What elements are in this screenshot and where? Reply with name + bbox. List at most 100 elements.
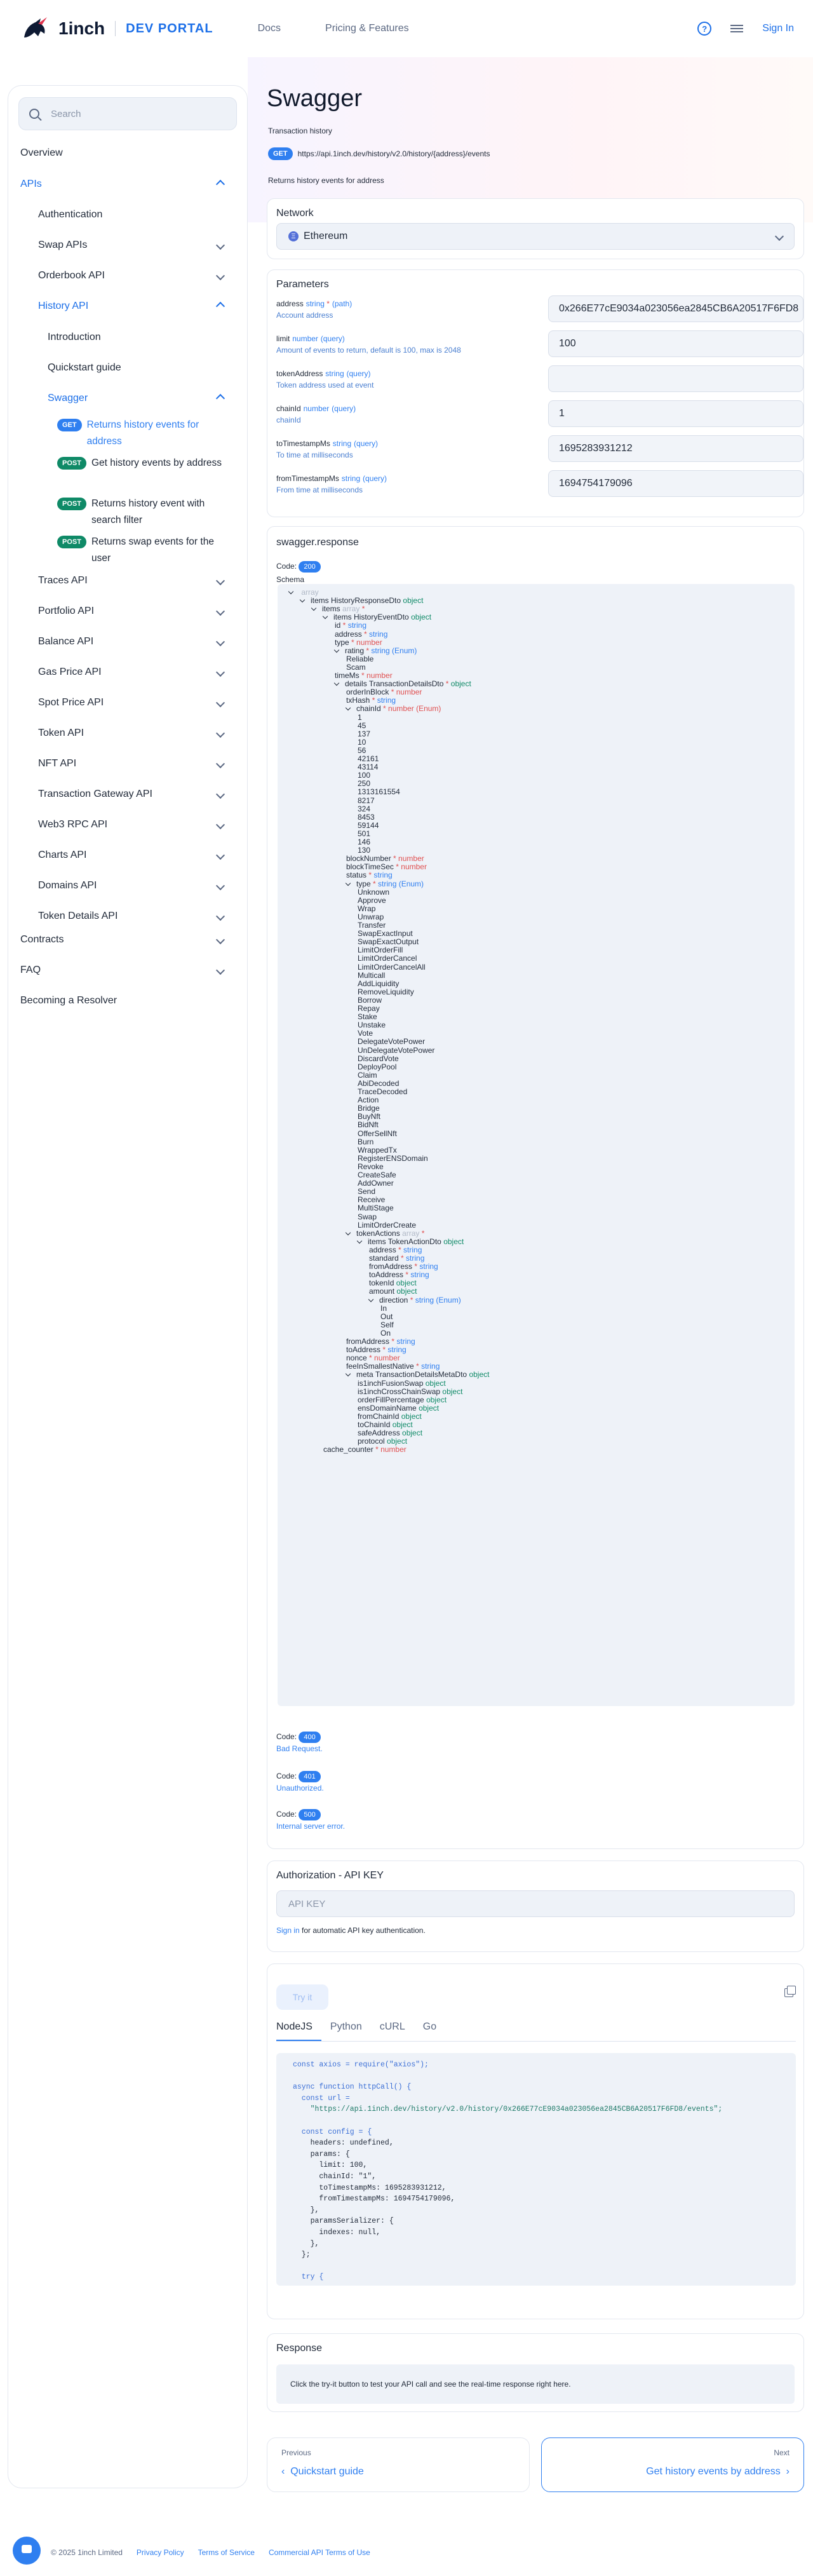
schema-node-name: 130 (358, 846, 371, 855)
schema-node: orderFillPercentage object (358, 1395, 447, 1404)
chevron-left-icon: ‹ (281, 2466, 291, 2477)
schema-node-name: items (368, 1237, 386, 1246)
schema-node[interactable]: direction * string (Enum) (368, 1296, 461, 1305)
schema-type-object: object (392, 1420, 413, 1429)
sidebar: Search (8, 85, 248, 2488)
sidebar-item-api[interactable]: Charts API (38, 850, 225, 861)
sidebar-item-orderbook-api[interactable]: Orderbook API (38, 270, 225, 281)
schema-node-name: 146 (358, 837, 371, 846)
footer-link-privacy[interactable]: Privacy Policy (136, 2548, 184, 2557)
try-it-button[interactable]: Try it (276, 1984, 328, 2010)
response-code-200[interactable]: Code: 200 (276, 561, 321, 573)
logo[interactable]: 1inch DEV PORTAL (19, 16, 213, 41)
schema-node[interactable]: items HistoryEventDto object (322, 613, 431, 621)
sidebar-item-api[interactable]: Balance API (38, 636, 225, 647)
schema-node: 42161 (358, 754, 379, 763)
schema-type-name: array (342, 604, 360, 614)
sidebar-item-section[interactable]: FAQ (20, 965, 225, 976)
tab-curl[interactable]: cURL (379, 2021, 405, 2032)
param-input-fromTimestampMs[interactable]: 1694754179096 (548, 470, 803, 497)
sidebar-item-apis[interactable]: APIs (20, 179, 225, 190)
next-page-link[interactable]: Next Get history events by address › (541, 2437, 804, 2492)
auth-heading: Authorization - API KEY (276, 1870, 384, 1881)
param-input-limit[interactable]: 100 (548, 330, 803, 357)
sidebar-item-section[interactable]: Becoming a Resolver (20, 995, 224, 1007)
schema-node[interactable]: items HistoryResponseDto object (299, 596, 423, 605)
sidebar-item-api[interactable]: NFT API (38, 758, 225, 769)
param-input-toTimestampMs[interactable]: 1695283931212 (548, 435, 803, 462)
sidebar-item-api[interactable]: Token Details API (38, 911, 225, 922)
chevron-right-icon: › (780, 2466, 789, 2477)
settings-sliders-icon[interactable] (730, 24, 744, 34)
param-description: From time at milliseconds (276, 485, 363, 494)
sidebar-item-quickstart[interactable]: Quickstart guide (48, 362, 224, 374)
schema-node-name: is1inchCrossChainSwap (358, 1386, 441, 1396)
schema-type-object: object (401, 1411, 422, 1421)
param-input-chainId[interactable]: 1 (548, 400, 803, 427)
nav-pricing[interactable]: Pricing & Features (325, 23, 409, 34)
chevron-down-icon (322, 614, 328, 620)
sidebar-item-section[interactable]: Contracts (20, 934, 225, 946)
schema-node[interactable]: details TransactionDetailsDto * object (333, 679, 471, 688)
schema-node[interactable]: rating * string (Enum) (333, 646, 417, 655)
help-icon[interactable]: ? (697, 22, 712, 36)
sidebar-item-api[interactable]: Traces API (38, 575, 225, 586)
schema-node-name: DelegateVotePower (358, 1037, 426, 1047)
schema-node[interactable]: chainId * number (Enum) (345, 704, 441, 713)
sign-in-link[interactable]: Sign in (276, 1926, 300, 1935)
sidebar-item-api[interactable]: Domains API (38, 880, 225, 891)
sidebar-search[interactable]: Search (18, 97, 237, 130)
param-header: fromTimestampMs string (query) (276, 473, 387, 483)
schema-node: LimitOrderFill (358, 946, 403, 954)
code-line: }, (293, 2239, 319, 2248)
required-marker: * (349, 637, 357, 647)
required-marker: * (389, 688, 396, 697)
response-code-401[interactable]: Code: 401 (276, 1771, 321, 1782)
sidebar-item-api[interactable]: Transaction Gateway API (38, 789, 225, 800)
response-code-500[interactable]: Code: 500 (276, 1809, 321, 1820)
chat-icon[interactable] (13, 2537, 41, 2565)
required-marker: * (380, 1345, 388, 1355)
unicorn-logo-icon (24, 17, 47, 37)
tab-go[interactable]: Go (422, 2021, 437, 2032)
sidebar-item-swap-apis[interactable]: Swap APIs (38, 240, 225, 251)
prev-label: Previous (281, 2448, 311, 2457)
tab-nodejs[interactable]: NodeJS (276, 2017, 321, 2041)
footer-link-commercial[interactable]: Commercial API Terms of Use (268, 2548, 370, 2557)
sidebar-item-api[interactable]: Token API (38, 728, 225, 739)
sidebar-item-swagger[interactable]: Swagger (48, 393, 225, 404)
schema-node: tokenId object (369, 1278, 417, 1287)
sidebar-item-api[interactable]: Web3 RPC API (38, 819, 225, 830)
sidebar-item-api[interactable]: Portfolio API (38, 606, 225, 617)
footer-link-terms[interactable]: Terms of Service (198, 2548, 255, 2557)
schema-node[interactable]: array (288, 588, 319, 597)
sidebar-item-api[interactable]: Spot Price API (38, 697, 225, 708)
sidebar-item-api[interactable]: Gas Price API (38, 667, 225, 678)
copy-icon[interactable] (784, 1986, 796, 1997)
param-input-tokenAddress[interactable] (548, 365, 803, 392)
api-key-input[interactable]: API KEY (276, 1890, 795, 1917)
schema-node[interactable]: tokenActions array * (345, 1229, 424, 1238)
schema-node[interactable]: type * string (Enum) (345, 879, 424, 888)
sidebar-item-label: APIs (20, 179, 42, 189)
param-input-address[interactable]: 0x266E77cE9034a023056ea2845CB6A20517F6FD… (548, 295, 803, 322)
sign-in-link[interactable]: Sign In (762, 23, 794, 34)
schema-node[interactable]: items TokenActionDto object (356, 1237, 464, 1246)
sidebar-item-introduction[interactable]: Introduction (48, 332, 224, 343)
network-select[interactable]: Ξ Ethereum (276, 223, 795, 250)
sidebar-item-overview[interactable]: Overview (20, 147, 224, 159)
schema-node[interactable]: items array * (311, 604, 365, 614)
schema-node[interactable]: meta TransactionDetailsMetaDto object (345, 1370, 489, 1379)
response-code-400[interactable]: Code: 400 (276, 1732, 321, 1743)
nav-docs[interactable]: Docs (257, 23, 281, 34)
search-input[interactable]: Search (51, 108, 81, 119)
chevron-down-icon (215, 911, 225, 921)
tab-python[interactable]: Python (330, 2021, 362, 2032)
prev-page-link[interactable]: Previous ‹ Quickstart guide (267, 2437, 530, 2492)
sidebar-item-authentication[interactable]: Authentication (38, 209, 224, 220)
sidebar-item-history-api[interactable]: History API (38, 301, 225, 312)
